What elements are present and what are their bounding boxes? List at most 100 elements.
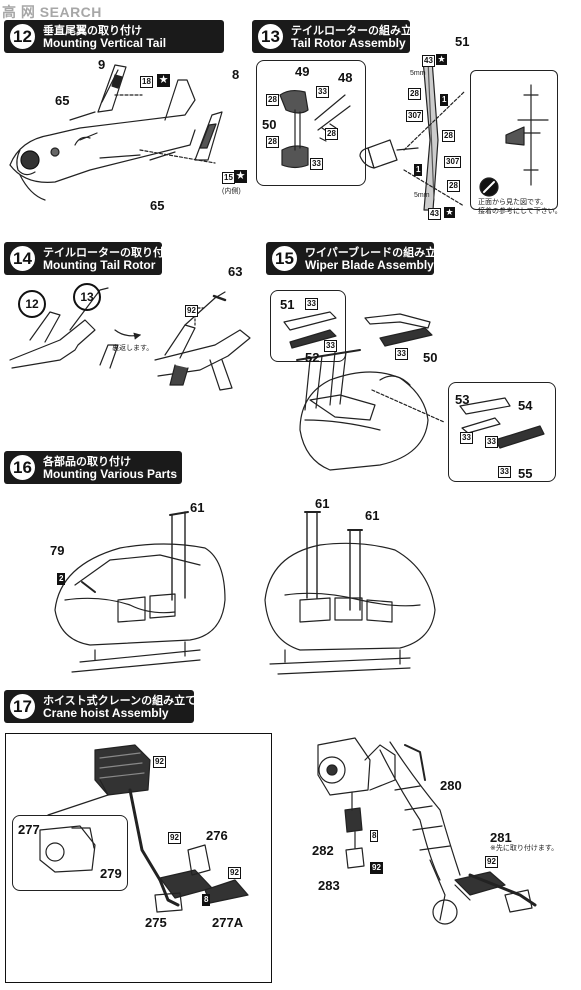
step13-tag-33: 33 [316, 86, 329, 98]
step16-part-79: 79 [50, 543, 65, 558]
step-17-banner: 17 ホイスト式クレーンの組み立て Crane hoist Assembly [4, 690, 197, 723]
step-13-number: 13 [256, 22, 285, 51]
step15-tag-33: 33 [305, 298, 318, 310]
step-12-title-jp: 垂直尾翼の取り付け [43, 25, 142, 37]
step13-tag-28: 28 [447, 180, 460, 192]
step17-attach-first-note: ※先に取り付けます。 [490, 845, 559, 852]
step-15-number: 15 [270, 244, 299, 273]
watermark: 高 网 SEARCH [2, 4, 102, 20]
step-17-title-jp: ホイスト式クレーンの組み立て [43, 695, 197, 707]
step13-detail-box [256, 60, 366, 186]
decal-star-icon: ★ [444, 207, 455, 218]
step17-detail-panel [5, 733, 272, 983]
step17-part-280: 280 [440, 778, 462, 793]
step16-part-61-right: 61 [365, 508, 380, 523]
step17-tag-92: 92 [153, 756, 166, 768]
step13-tag-307: 307 [406, 110, 424, 122]
step17-part-279: 279 [100, 866, 122, 881]
step17-inset-box [12, 815, 128, 891]
step13-dim-bottom: 5mm [414, 192, 430, 199]
step15-detail-box-right [448, 382, 556, 482]
step17-tag-8: 8 [202, 894, 211, 906]
step17-part-283: 283 [318, 878, 340, 893]
decal-star-icon: ★ [234, 170, 247, 183]
step13-tag-1: 1 [440, 94, 449, 106]
step-16-title-jp: 各部品の取り付け [43, 456, 131, 468]
step17-part-282: 282 [312, 843, 334, 858]
step13-part-49: 49 [295, 64, 310, 79]
step16-part-61-mid: 61 [315, 496, 330, 511]
step15-part-50: 50 [423, 350, 438, 365]
step17-tag-92: 92 [168, 832, 181, 844]
step12-part-9: 9 [98, 57, 106, 72]
step17-part-277a: 277A [212, 915, 244, 930]
step-16-number: 16 [8, 453, 37, 482]
step13-tag-28: 28 [325, 128, 338, 140]
step-16-title-en: Mounting Various Parts [43, 467, 178, 481]
step12-part-65-a: 65 [55, 93, 70, 108]
step-12-banner: 12 垂直尾翼の取り付け Mounting Vertical Tail [4, 20, 224, 53]
step-15-banner: 15 ワイパーブレードの組み立て Wiper Blade Assembly [266, 242, 447, 275]
step13-tag-28: 28 [442, 130, 455, 142]
step15-tag-33: 33 [460, 432, 473, 444]
step14-tag-92: 92 [185, 305, 198, 317]
step-14-banner: 14 テイルローターの取り付け Mounting Tail Rotor [4, 242, 175, 275]
step-17-title-en: Crane hoist Assembly [43, 706, 169, 720]
step15-tag-33: 33 [485, 436, 498, 448]
step15-detail-box-upper [270, 290, 346, 362]
step17-part-281: 281 [490, 830, 512, 845]
step13-tag-307: 307 [444, 156, 462, 168]
step15-part-52: 52 [305, 350, 320, 365]
step13-part-48: 48 [338, 70, 353, 85]
step16-tag-2: 2 [57, 573, 66, 585]
step15-part-55: 55 [518, 466, 533, 481]
step13-tag-28: 28 [266, 94, 279, 106]
step17-tag-92: 92 [485, 856, 498, 868]
step15-tag-33: 33 [324, 340, 337, 352]
step13-side-view-box [470, 70, 558, 210]
step-14-title-jp: テイルローターの取り付け [43, 247, 175, 259]
step12-inner-note: (内側) [222, 188, 241, 195]
decal-star-icon: ★ [157, 74, 170, 87]
step15-part-54: 54 [518, 398, 533, 413]
step14-ref-12: 12 [18, 290, 46, 318]
step13-tag-28: 28 [408, 88, 421, 100]
step13-view-note: 正面から見た図です。 接着の参考にして下さい。 [478, 199, 562, 215]
step-15-title-jp: ワイパーブレードの組み立て [305, 247, 448, 259]
step-14-number: 14 [8, 244, 37, 273]
step15-tag-33: 33 [395, 348, 408, 360]
step17-tag-92: 8 [370, 830, 379, 842]
step15-part-53: 53 [455, 392, 470, 407]
step16-part-61-left: 61 [190, 500, 205, 515]
step13-tag-33: 33 [310, 158, 323, 170]
step-13-banner: 13 テイルローターの組み立て Tail Rotor Assembly [252, 20, 423, 53]
step14-ref-13: 13 [73, 283, 101, 311]
step13-tag-43: 43 [428, 208, 441, 220]
step17-part-275: 275 [145, 915, 167, 930]
step17-part-276: 276 [206, 828, 228, 843]
step12-part-65-b: 65 [150, 198, 165, 213]
step13-part-51: 51 [455, 34, 470, 49]
step13-part-50: 50 [262, 117, 277, 132]
step-16-banner: 16 各部品の取り付け Mounting Various Parts [4, 451, 182, 484]
step-12-number: 12 [8, 22, 37, 51]
step-13-title-jp: テイルローターの組み立て [291, 25, 423, 37]
step12-part-8: 8 [232, 67, 240, 82]
step12-tag-18: 18 [140, 76, 153, 88]
step13-tag-28: 28 [266, 136, 279, 148]
step14-part-63: 63 [228, 264, 243, 279]
step13-dim-top: 5mm [410, 70, 426, 77]
step12-tag-15: 15 [222, 172, 235, 184]
step-15-title-en: Wiper Blade Assembly [305, 258, 434, 272]
step17-part-277: 277 [18, 822, 40, 837]
step17-tag-92: 92 [228, 867, 241, 879]
step15-tag-33: 33 [498, 466, 511, 478]
step13-tag-1: 1 [414, 164, 423, 176]
step-12-title-en: Mounting Vertical Tail [43, 36, 167, 50]
decal-star-icon: ★ [436, 54, 447, 65]
step-14-title-en: Mounting Tail Rotor [43, 258, 156, 272]
step-17-number: 17 [8, 692, 37, 721]
step-13-title-en: Tail Rotor Assembly [291, 36, 406, 50]
step13-tag-43: 43 [422, 55, 435, 67]
